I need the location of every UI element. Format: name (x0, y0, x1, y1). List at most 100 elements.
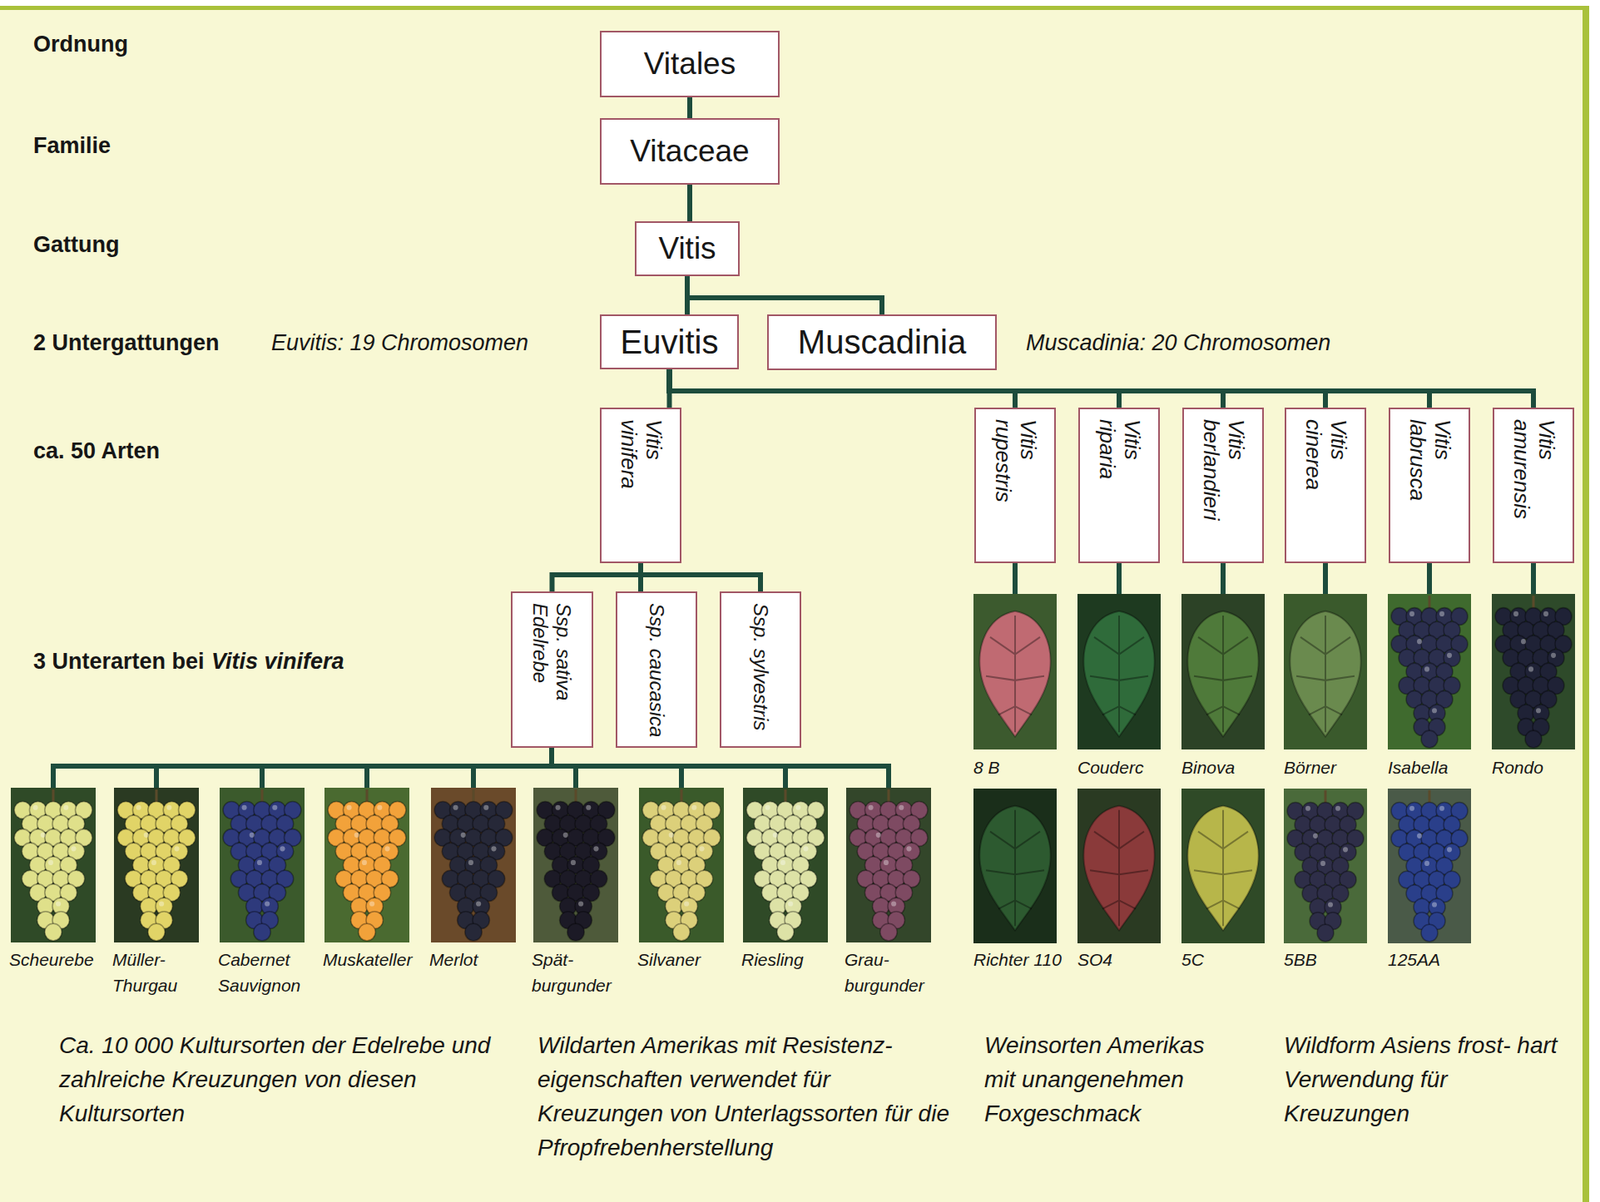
photo-label: Silvaner (637, 946, 739, 973)
label-text: Riesling (741, 950, 804, 970)
photo-ground (1283, 788, 1368, 944)
vertical-text: Vitis riparia (1094, 419, 1145, 480)
tree-connector (687, 276, 882, 315)
photo-label: Binova (1181, 754, 1282, 781)
grape-photo (1491, 594, 1576, 750)
label-text: 2 Untergattungen (33, 330, 220, 356)
grape-cluster (849, 789, 928, 942)
species-box: Vitis vinifera (599, 407, 682, 564)
grape-cluster (642, 789, 721, 942)
grape-cluster (434, 789, 513, 942)
photo-label: Cabernet Sauvignon (217, 946, 320, 999)
taxon-box: Euvitis (599, 314, 739, 370)
label-text: Familie (33, 133, 111, 159)
label-text: Ca. 10 000 Kultursorten der Edelrebe und… (59, 1032, 491, 1127)
label-text: Müller- Thurgau (112, 950, 178, 996)
top-margin (0, 0, 1600, 6)
node-text: Ssp. sylvestris (748, 603, 773, 731)
node-text: Muscadinia (797, 323, 966, 362)
grape-photo (10, 787, 96, 943)
label-text: Börner (1283, 757, 1337, 778)
note-text: Ca. 10 000 Kultursorten der Edelrebe und… (59, 1028, 509, 1131)
node-text: Vitaceae (629, 133, 749, 169)
grape-photo (846, 787, 932, 943)
photo-ground (1181, 594, 1265, 750)
photo-ground (113, 787, 199, 943)
photo-label: Couderc (1077, 754, 1178, 781)
grape-cluster (746, 789, 825, 942)
label-text: Rondo (1491, 757, 1544, 778)
grape-cluster (117, 789, 196, 942)
vertical-text: Ssp. sativaEdelrebe (529, 603, 575, 701)
photo-label: Richter 110 (973, 946, 1075, 973)
label-text: Scheurebe (9, 950, 95, 970)
label-text: 5BB (1283, 950, 1318, 970)
label-text: 5C (1181, 950, 1204, 970)
photo-ground (430, 787, 516, 943)
species-box: Ssp. sylvestris (719, 591, 802, 748)
tree-connector (687, 184, 693, 222)
row-label: 2 Untergattungen (33, 330, 220, 357)
tree-connector (669, 369, 1535, 408)
photo-ground (219, 787, 305, 943)
leaf-photo (1077, 788, 1161, 944)
leaf-photo (1077, 594, 1161, 750)
species-box: Vitis riparia (1078, 407, 1160, 564)
note-text: Weinsorten Amerikas mit unangenehmen Fox… (984, 1028, 1234, 1131)
node-text: Edelrebe (529, 603, 553, 701)
vine-leaf (1187, 611, 1259, 738)
row-label: Euvitis: 19 Chromosomen (271, 330, 529, 357)
vertical-text: Vitis amurensis (1508, 419, 1559, 520)
label-text: Muskateller (322, 950, 412, 970)
leaf-photo (1283, 594, 1368, 750)
species-box: Vitis berlandieri (1182, 407, 1264, 564)
photo-ground (324, 787, 410, 943)
photo-label: Börner (1283, 754, 1384, 781)
grape-cluster (14, 789, 93, 942)
vertical-text: Ssp. caucasica (644, 603, 669, 738)
vertical-text: Vitis rupestris (990, 419, 1041, 503)
taxon-box: Muscadinia (767, 314, 997, 371)
label-text: Wildform Asiens frost- hart Verwendung f… (1283, 1032, 1558, 1127)
taxon-box: Vitis (634, 221, 740, 277)
photo-ground (10, 787, 96, 943)
leaf-photo (973, 788, 1057, 944)
label-text: Silvaner (637, 950, 701, 970)
node-text: Vitis berlandieri (1198, 419, 1249, 521)
photo-ground (1283, 594, 1368, 750)
grape-photo (1387, 594, 1472, 750)
photo-label: Scheurebe (9, 946, 111, 973)
photo-ground (973, 788, 1057, 944)
photo-ground (1077, 788, 1161, 944)
photo-label: Muskateller (322, 946, 427, 973)
label-text: Isabella (1387, 757, 1448, 778)
label-text: Grau- burgunder (844, 950, 925, 996)
grape-photo (1387, 788, 1472, 944)
node-text: Vitis riparia (1094, 419, 1145, 480)
grape-cluster (1391, 790, 1468, 942)
leaf-photo (1181, 788, 1265, 944)
photo-ground (1077, 594, 1161, 750)
row-label: Muscadinia: 20 Chromosomen (1025, 330, 1331, 357)
grape-cluster (1495, 595, 1572, 748)
node-text: Vitis (658, 231, 716, 267)
node-text: Vitis cinerea (1300, 419, 1351, 491)
label-text: Euvitis: 19 Chromosomen (271, 330, 529, 356)
grape-cluster (536, 789, 615, 942)
photo-label: Spät- burgunder (531, 946, 634, 999)
photo-ground (1387, 594, 1472, 750)
node-text: Ssp. sativa (551, 603, 575, 701)
photo-ground (639, 787, 724, 943)
grape-photo (1283, 788, 1368, 944)
grape-photo (430, 787, 516, 943)
label-text: Weinsorten Amerikas mit unangenehmen Fox… (984, 1032, 1205, 1127)
note-text: Wildarten Amerikas mit Resistenz- eigens… (537, 1028, 954, 1165)
label-text: Couderc (1077, 757, 1144, 778)
taxon-box: Vitaceae (599, 118, 780, 185)
row-label: Familie (33, 133, 111, 159)
note-text: Wildform Asiens frost- hart Verwendung f… (1283, 1028, 1567, 1131)
node-text: Vitis vinifera (615, 419, 666, 490)
species-box: Vitis amurensis (1492, 407, 1575, 564)
